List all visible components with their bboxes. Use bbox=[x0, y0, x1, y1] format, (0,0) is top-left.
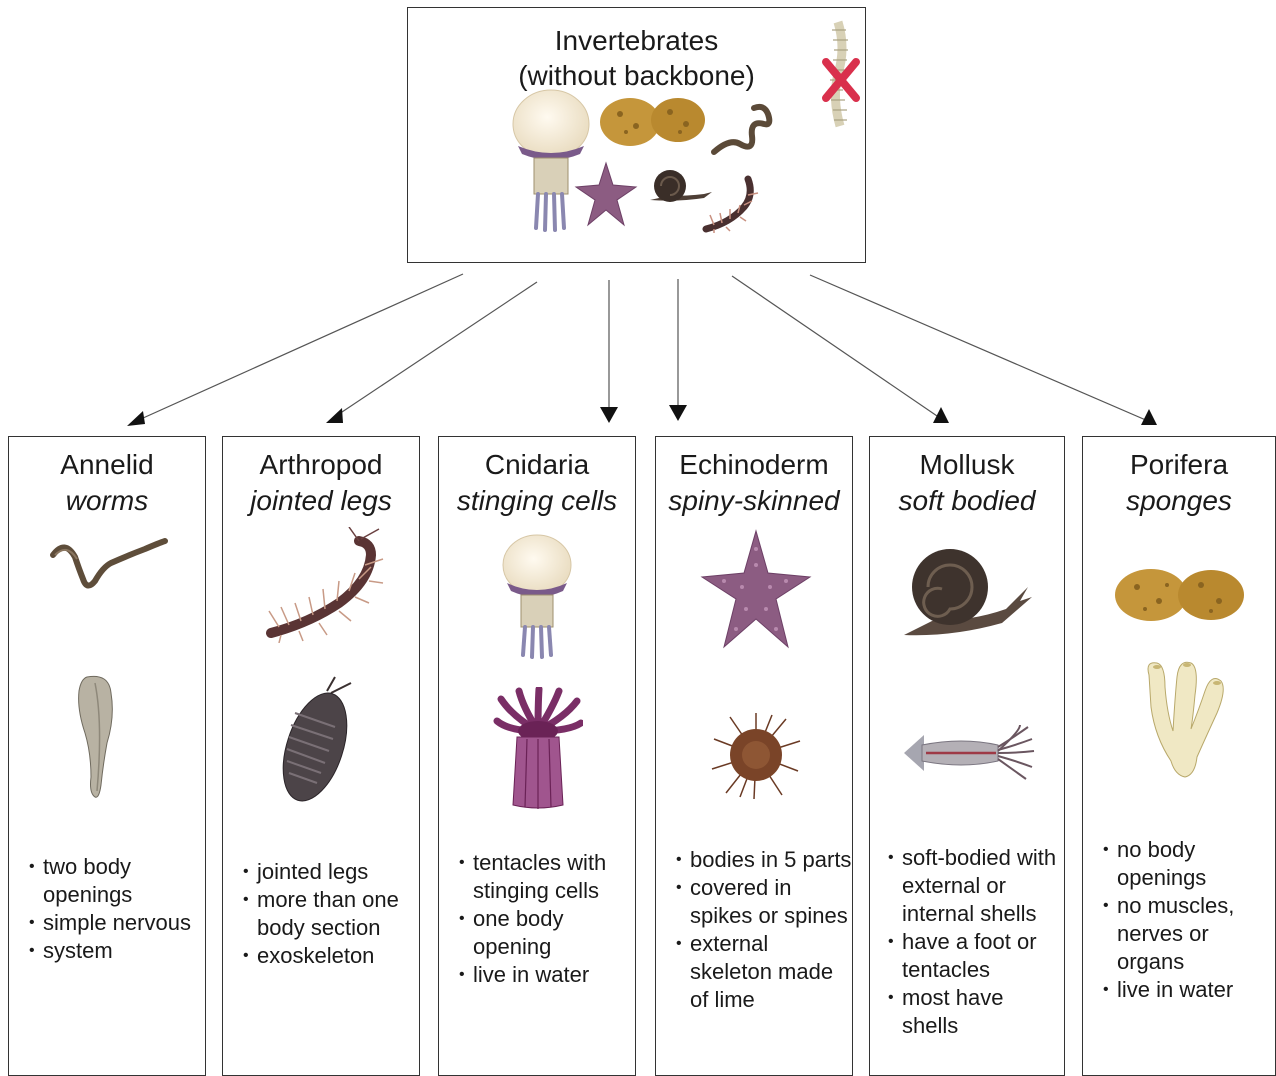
arrow-mollusk bbox=[732, 276, 940, 418]
tube-sponge-icon bbox=[1141, 657, 1227, 781]
snail-icon bbox=[902, 547, 1034, 639]
trait-list: jointed legs more than one body section … bbox=[243, 858, 415, 970]
trait-item: simple nervous bbox=[29, 909, 199, 937]
trait-item: soft-bodied with external or internal sh… bbox=[888, 844, 1064, 928]
arrowhead-arthropod bbox=[326, 408, 343, 423]
trait-item: bodies in 5 parts bbox=[676, 846, 852, 874]
category-name: Arthropod bbox=[223, 447, 419, 483]
centipede-icon bbox=[700, 173, 766, 233]
category-descriptor: spiny-skinned bbox=[656, 483, 852, 519]
trait-item: two body openings bbox=[29, 853, 199, 909]
category-cnidaria: Cnidaria stinging cells tentacles with s… bbox=[438, 436, 636, 1076]
squid-icon bbox=[902, 723, 1036, 783]
backbone-crossed-icon bbox=[820, 18, 862, 130]
category-name: Annelid bbox=[9, 447, 205, 483]
arrowhead-cnidaria bbox=[600, 407, 618, 423]
trait-item: more than one body section bbox=[243, 886, 415, 942]
category-descriptor: sponges bbox=[1083, 483, 1275, 519]
category-arthropod: Arthropod jointed legs jointed legs more… bbox=[222, 436, 420, 1076]
category-porifera: Porifera sponges no body openings no mus… bbox=[1082, 436, 1276, 1076]
worm-icon bbox=[710, 98, 776, 158]
trait-item: no muscles, nerves or organs bbox=[1103, 892, 1275, 976]
sea-urchin-icon bbox=[710, 711, 802, 799]
root-box: Invertebrates (without backbone) bbox=[407, 7, 866, 263]
trait-item: system bbox=[29, 937, 199, 965]
trait-list: soft-bodied with external or internal sh… bbox=[888, 844, 1064, 1040]
trait-list: bodies in 5 parts covered in spikes or s… bbox=[676, 846, 852, 1014]
sea-anemone-icon bbox=[493, 687, 583, 811]
root-title: Invertebrates bbox=[408, 24, 865, 58]
category-name: Cnidaria bbox=[439, 447, 635, 483]
starfish-icon bbox=[700, 529, 812, 653]
bath-sponge-icon bbox=[1115, 567, 1245, 623]
trait-list: no body openings no muscles, nerves or o… bbox=[1103, 836, 1275, 1004]
trait-list: tentacles with stinging cells one body o… bbox=[459, 849, 631, 989]
trait-item: one body opening bbox=[459, 905, 631, 961]
trait-item: no body openings bbox=[1103, 836, 1275, 892]
jellyfish-icon bbox=[499, 533, 575, 661]
category-descriptor: worms bbox=[9, 483, 205, 519]
arrow-porifera bbox=[810, 275, 1148, 421]
arrowhead-annelid bbox=[127, 411, 145, 426]
category-name: Mollusk bbox=[870, 447, 1064, 483]
category-echinoderm: Echinoderm spiny-skinned bodies in 5 par… bbox=[655, 436, 853, 1076]
centipede-icon bbox=[259, 527, 387, 643]
trait-item: have a foot or tentacles bbox=[888, 928, 1064, 984]
trait-item: most have shells bbox=[888, 984, 1064, 1040]
trait-item: live in water bbox=[459, 961, 631, 989]
earthworm-icon bbox=[49, 535, 169, 599]
trait-item: jointed legs bbox=[243, 858, 415, 886]
sponge-icon bbox=[600, 94, 706, 150]
root-subtitle: (without backbone) bbox=[408, 59, 865, 93]
category-descriptor: jointed legs bbox=[223, 483, 419, 519]
category-name: Porifera bbox=[1083, 447, 1275, 483]
arrowhead-porifera bbox=[1141, 409, 1157, 425]
woodlouse-icon bbox=[275, 673, 359, 807]
category-name: Echinoderm bbox=[656, 447, 852, 483]
trait-item: external skeleton made of lime bbox=[676, 930, 852, 1014]
trait-item: live in water bbox=[1103, 976, 1275, 1004]
trait-list: two body openings simple nervous system bbox=[29, 853, 199, 965]
category-annelid: Annelid worms two body openings simple n… bbox=[8, 436, 206, 1076]
arrow-annelid bbox=[132, 274, 463, 423]
trait-item: covered in spikes or spines bbox=[676, 874, 852, 930]
trait-item: exoskeleton bbox=[243, 942, 415, 970]
trait-item: tentacles with stinging cells bbox=[459, 849, 631, 905]
leech-icon bbox=[73, 673, 121, 803]
starfish-icon bbox=[574, 161, 638, 229]
category-descriptor: soft bodied bbox=[870, 483, 1064, 519]
category-descriptor: stinging cells bbox=[439, 483, 635, 519]
arrowhead-echinoderm bbox=[669, 405, 687, 421]
category-mollusk: Mollusk soft bodied soft-bodied with ext… bbox=[869, 436, 1065, 1076]
arrow-arthropod bbox=[333, 282, 537, 418]
